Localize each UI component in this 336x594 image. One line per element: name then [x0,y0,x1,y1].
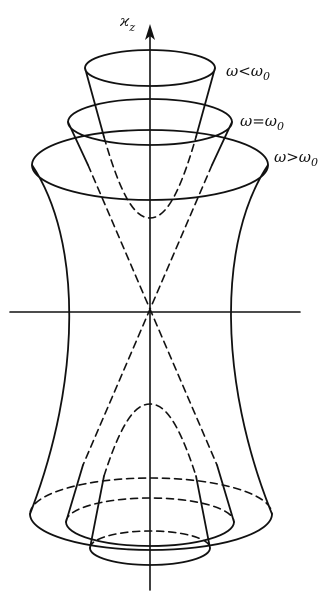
hyperboloid-bottom-rim-back [29,477,273,515]
cone-lower-right [216,464,235,523]
hyperboloid-omega-lt [84,49,216,566]
lower-sheet-right [195,475,211,549]
hyperboloid-omega-gt [29,129,273,551]
lower-sheet-bottom-rim-front [89,547,211,566]
label-omega-eq: ω=ω0 [240,112,284,133]
cone-right-generator [82,164,213,466]
hyperboloid-left-side [29,164,71,515]
cone-upper-left [67,121,89,166]
cone-left-generator [87,164,218,466]
vertical-axis-arrowhead [145,24,155,40]
upper-sheet-right [195,67,216,138]
cone-omega-eq [65,98,235,547]
upper-sheet-hidden-part [103,136,197,219]
lower-sheet-hidden-part [103,403,197,477]
cone-lower-left [65,464,84,523]
hyperboloid-bottom-rim-front [29,513,273,551]
label-omega-gt: ω>ω0 [274,148,318,169]
lower-sheet-bottom-rim-back [89,530,211,549]
axis-label: ϰz [119,12,135,34]
lower-sheet-left [89,475,105,549]
label-omega-lt: ω<ω0 [226,62,270,83]
cone-upper-right [211,121,233,166]
hyperboloid-right-side [230,164,273,515]
upper-sheet-left [84,67,105,138]
cone-bottom-rim-back [65,497,235,523]
axes [9,24,301,591]
cone-bottom-rim-front [65,521,235,547]
